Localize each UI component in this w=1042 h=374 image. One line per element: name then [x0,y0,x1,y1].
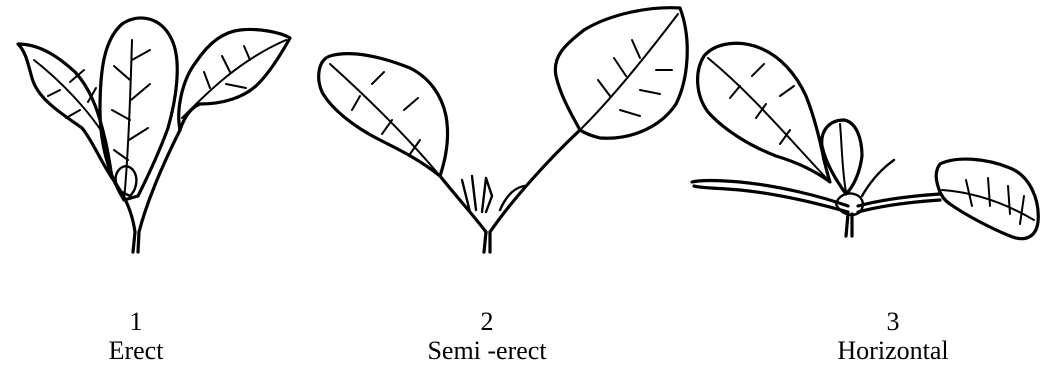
semi-erect-seedling-drawing [319,8,688,252]
seedling-illustrations [0,0,1042,300]
erect-seedling-drawing [18,18,290,252]
caption-horizontal: 3 Horizontal [773,308,1013,366]
caption-semi-erect: 2 Semi -erect [367,308,607,366]
item-number: 1 [16,308,256,336]
item-number: 3 [773,308,1013,336]
horizontal-seedling-drawing [692,43,1038,238]
item-label: Horizontal [773,336,1013,366]
item-number: 2 [367,308,607,336]
item-label: Erect [16,336,256,366]
caption-erect: 1 Erect [16,308,256,366]
item-label: Semi -erect [367,336,607,366]
